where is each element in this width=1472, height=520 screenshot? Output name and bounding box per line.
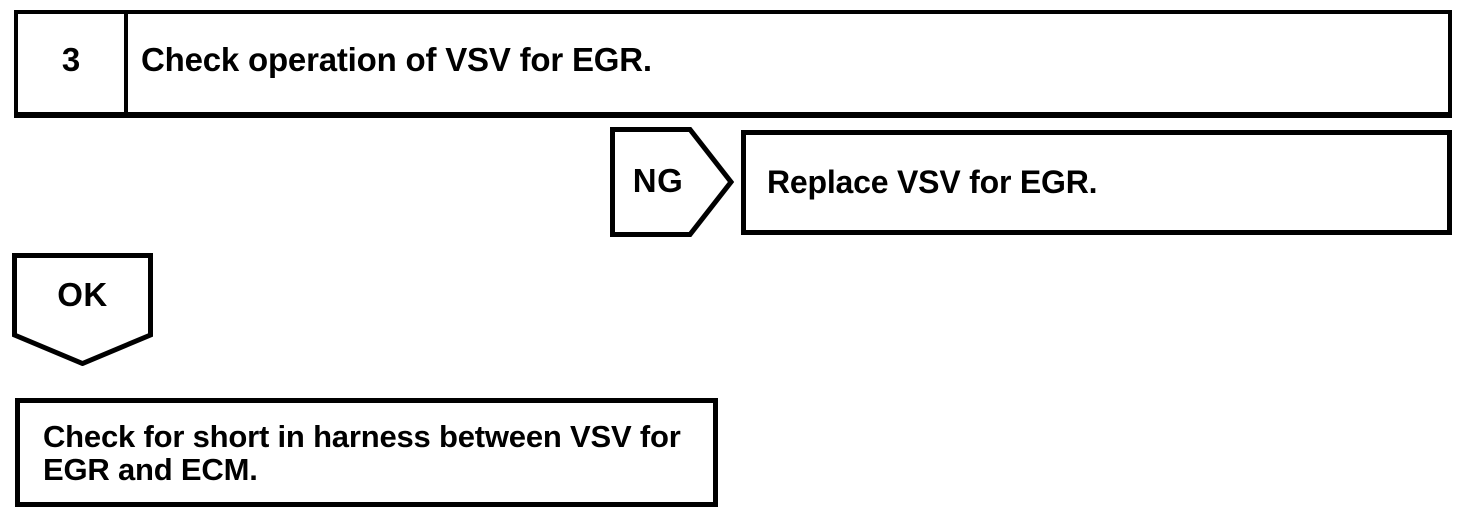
ng-action-text: Replace VSV for EGR.: [767, 164, 1098, 200]
step-box: 3 Check operation of VSV for EGR.: [14, 10, 1452, 118]
step-number: 3: [18, 14, 128, 112]
ng-connector-label: NG: [632, 162, 684, 199]
ng-arrow-shape: [610, 127, 734, 237]
step-instruction: Check operation of VSV for EGR.: [141, 41, 652, 78]
ok-arrow-shape: [12, 253, 153, 366]
next-step-text: Check for short in harness between VSV f…: [43, 418, 681, 487]
ng-action-box: Replace VSV for EGR.: [741, 130, 1452, 235]
next-step-box: Check for short in harness between VSV f…: [15, 398, 718, 507]
ok-connector-label: OK: [57, 276, 108, 313]
